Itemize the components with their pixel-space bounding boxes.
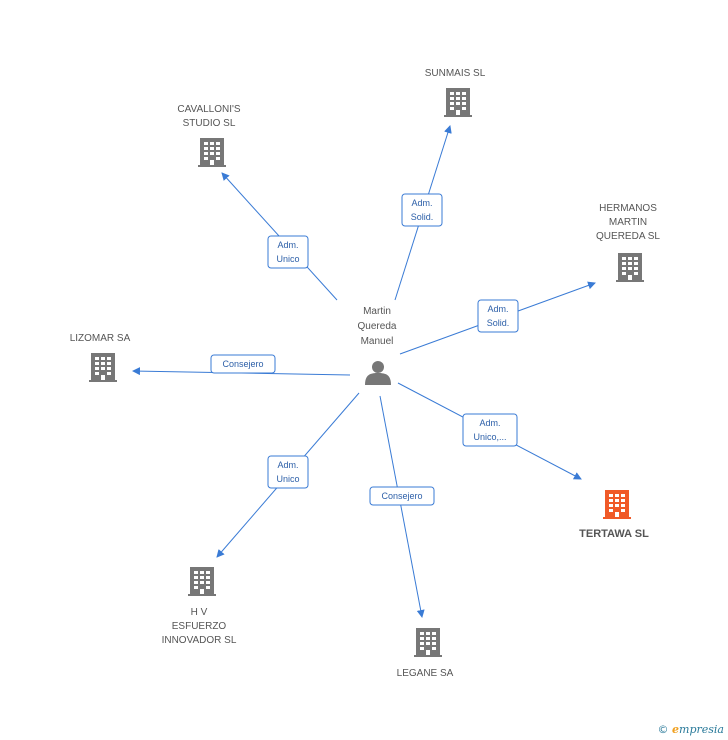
company-name: TERTAWA SL: [579, 528, 649, 540]
role-label[interactable]: Adm. Solid.: [477, 299, 519, 333]
company-node-hermanos[interactable]: HERMANOS MARTIN QUEREDA SL: [596, 203, 660, 282]
role-label-text: Solid.: [487, 318, 510, 328]
company-name: LEGANE SA: [397, 668, 454, 679]
role-label-box: [369, 486, 435, 506]
company-name: MARTIN: [609, 217, 647, 228]
role-label-text: Adm.: [487, 304, 508, 314]
role-label-box: [267, 455, 309, 489]
building-icon: [444, 88, 472, 117]
building-icon: [414, 628, 442, 657]
person-icon: [365, 361, 391, 385]
company-name: CAVALLONI'S: [177, 104, 241, 115]
role-label-text: Unico,...: [473, 432, 506, 442]
role-label-box: [401, 193, 443, 227]
edge-legane: Consejero: [369, 395, 435, 618]
company-name: STUDIO SL: [183, 118, 236, 129]
role-label-text: Adm.: [479, 418, 500, 428]
company-name: SUNMAIS SL: [425, 68, 486, 79]
company-node-sunmais[interactable]: SUNMAIS SL: [425, 68, 486, 117]
company-name: LIZOMAR SA: [70, 333, 131, 344]
role-label-box: [462, 413, 518, 447]
person-name: Manuel: [361, 336, 394, 347]
edge-lizomar: Consejero: [132, 354, 351, 376]
company-node-lizomar[interactable]: LIZOMAR SA: [70, 333, 131, 382]
edge-sunmais: Adm. Solid.: [394, 125, 452, 301]
role-label[interactable]: Adm. Unico: [267, 455, 309, 489]
company-node-tertawa[interactable]: TERTAWA SL: [579, 490, 649, 540]
company-node-hv[interactable]: H V ESFUERZO INNOVADOR SL: [162, 567, 237, 646]
role-label-text: Adm.: [277, 460, 298, 470]
person-name: Martin: [363, 306, 391, 317]
building-icon: [89, 353, 117, 382]
role-label[interactable]: Consejero: [369, 486, 435, 506]
role-label-text: Unico: [276, 474, 299, 484]
company-name: QUEREDA SL: [596, 231, 660, 242]
role-label-text: Consejero: [222, 359, 263, 369]
brand-name: mpresia: [679, 723, 724, 736]
role-label-text: Consejero: [381, 491, 422, 501]
brand-initial: e: [672, 723, 680, 736]
edge-tertawa: Adm. Unico,...: [397, 382, 582, 480]
company-name: INNOVADOR SL: [162, 635, 237, 646]
role-label[interactable]: Adm. Solid.: [401, 193, 443, 227]
role-label-text: Adm.: [411, 198, 432, 208]
building-icon: [616, 253, 644, 282]
edge-cavalloni: Adm. Unico: [221, 172, 338, 301]
edge-line: [379, 395, 425, 618]
company-node-cavalloni[interactable]: CAVALLONI'S STUDIO SL: [177, 104, 241, 167]
role-label-text: Unico: [276, 254, 299, 264]
copyright-symbol: ©: [657, 723, 669, 736]
building-icon: [198, 138, 226, 167]
role-label-text: Adm.: [277, 240, 298, 250]
person-name: Quereda: [358, 321, 397, 332]
role-label-box: [477, 299, 519, 333]
company-name: HERMANOS: [599, 203, 657, 214]
edge-hermanos: Adm. Solid.: [399, 281, 596, 355]
role-label[interactable]: Consejero: [210, 354, 276, 374]
company-name: H V: [191, 607, 208, 618]
role-label-box: [267, 235, 309, 269]
role-label[interactable]: Adm. Unico: [267, 235, 309, 269]
edge-hv: Adm. Unico: [216, 392, 360, 558]
building-icon: [188, 567, 216, 596]
empresia-watermark: © empresia: [658, 723, 724, 736]
role-label[interactable]: Adm. Unico,...: [462, 413, 518, 447]
company-node-legane[interactable]: LEGANE SA: [397, 628, 454, 679]
role-label-box: [210, 354, 276, 374]
company-name: ESFUERZO: [172, 621, 227, 632]
building-icon: [603, 490, 631, 519]
role-label-text: Solid.: [411, 212, 434, 222]
